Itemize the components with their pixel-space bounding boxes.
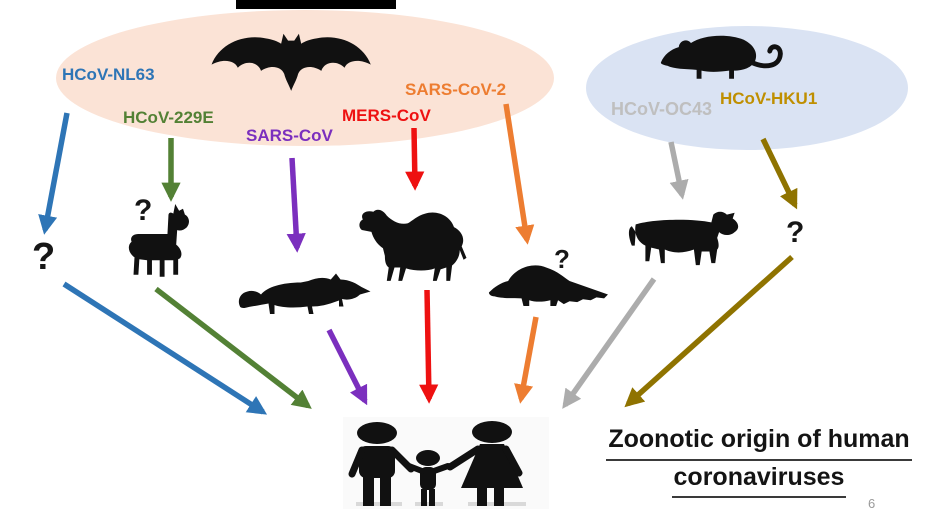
- arrow-cov2-to-pangolin: [503, 103, 535, 245]
- arrow-unknown-to-humans-blue: [62, 281, 268, 415]
- rodent-icon: [660, 35, 783, 79]
- label-hcov-hku1: HCoV-HKU1: [720, 89, 818, 108]
- arrow-nl63-to-unknown: [38, 112, 70, 235]
- arrow-oc43-to-cattle: [668, 141, 689, 200]
- family-icon: [343, 417, 549, 509]
- top-crop-bar: [236, 0, 396, 9]
- label-sars-cov: SARS-CoV: [246, 126, 333, 145]
- label-hcov-oc43: HCoV-OC43: [611, 99, 713, 119]
- camel-icon: [359, 209, 467, 281]
- arrow-mers-to-camel: [405, 127, 425, 191]
- bat-icon: [211, 33, 371, 91]
- civet-icon: [238, 273, 371, 314]
- arrow-sars-to-civet: [286, 157, 306, 253]
- alpaca-icon: [128, 203, 189, 277]
- arrow-civet-to-humans: [326, 328, 368, 406]
- label-mers-cov: MERS-CoV: [342, 106, 431, 125]
- alpaca-question-mark: ?: [134, 194, 153, 227]
- arrow-hku1-to-unknown: [760, 137, 798, 210]
- arrow-alpaca-to-humans: [154, 286, 312, 409]
- arrow-unknown-to-humans-gold: [624, 254, 794, 408]
- pangolin-question-mark: ?: [554, 244, 570, 274]
- unknown-host-left-question-mark: ?: [32, 236, 56, 278]
- page-number: 6: [868, 496, 876, 511]
- bat-reservoir-ellipse: [56, 10, 554, 146]
- arrow-pangolin-to-humans: [514, 316, 539, 404]
- cattle-icon: [628, 211, 739, 266]
- pangolin-icon: [488, 265, 608, 306]
- arrow-camel-to-humans: [419, 289, 439, 404]
- label-hcov-nl63: HCoV-NL63: [62, 65, 155, 84]
- label-hcov-229e: HCoV-229E: [123, 108, 214, 127]
- title-line-2: coronaviruses: [671, 461, 847, 498]
- arrow-cattle-to-humans: [562, 277, 657, 409]
- label-sars-cov-2: SARS-CoV-2: [405, 80, 507, 99]
- unknown-host-right-question-mark: ?: [786, 216, 805, 249]
- slide-title: Zoonotic origin of human coronaviruses: [586, 423, 932, 498]
- title-line-1: Zoonotic origin of human: [606, 423, 912, 461]
